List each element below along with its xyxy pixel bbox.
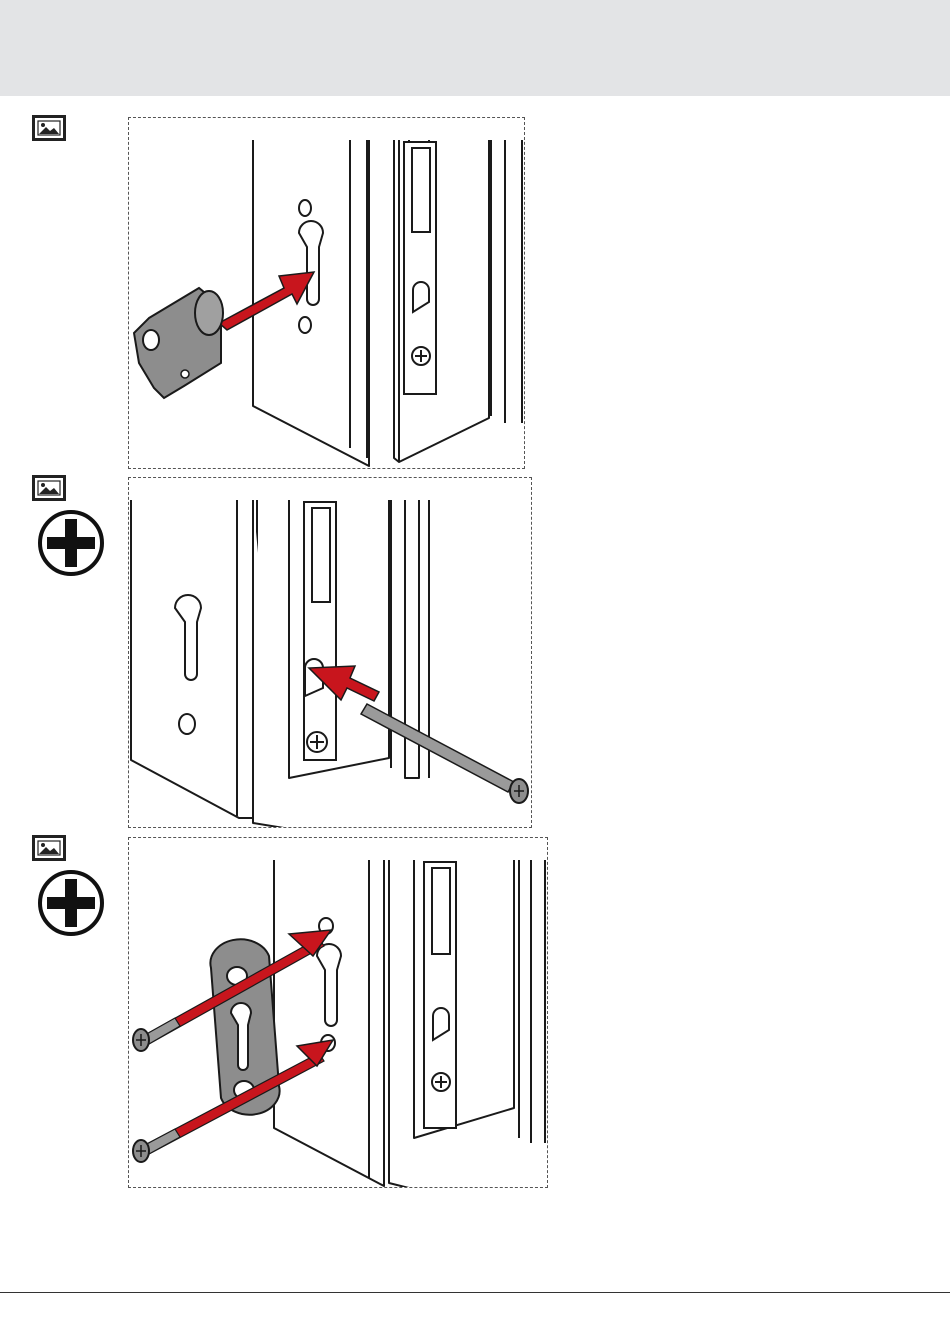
phillips-screwdriver-icon — [37, 509, 105, 577]
illustration-step1-insert-cylinder — [128, 117, 525, 469]
illustration-step2-insert-screw — [128, 477, 532, 828]
image-icon — [32, 835, 66, 861]
illustration-step3-mount-rosette — [128, 837, 548, 1188]
image-icon — [32, 475, 66, 501]
header-band — [0, 0, 950, 96]
phillips-screwdriver-icon — [37, 869, 105, 937]
image-icon — [32, 115, 66, 141]
footer-rule — [0, 1292, 950, 1293]
